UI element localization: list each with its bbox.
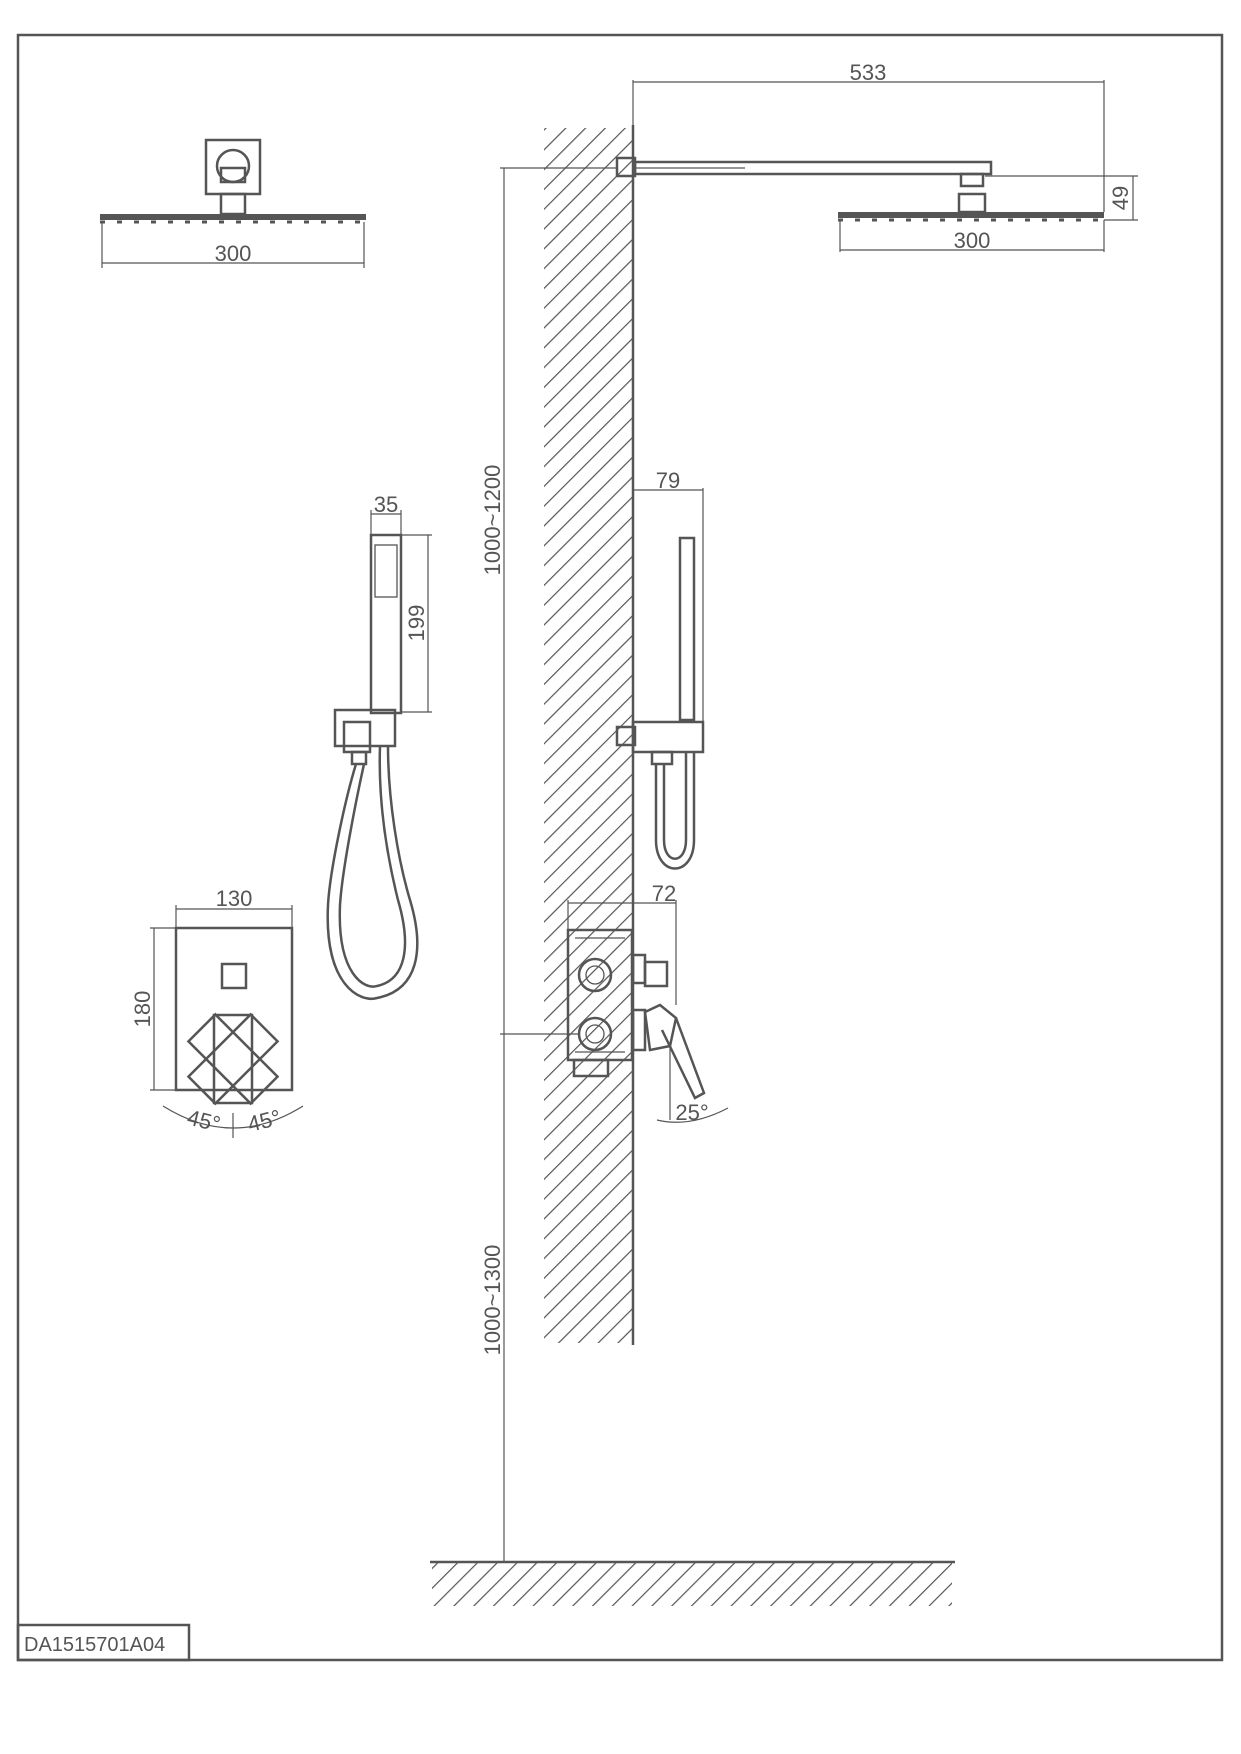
- head-width-front-label: 300: [215, 241, 252, 266]
- dim-handshower-width: 35: [370, 492, 402, 535]
- handshower-projection-label: 79: [656, 468, 680, 493]
- valve-plate-front-view: [174, 926, 294, 1106]
- wall-hatch: [544, 128, 632, 1343]
- plate-height-label: 180: [130, 991, 155, 1028]
- dim-lever-angle: 25°: [656, 1046, 729, 1125]
- dim-head-height-range: 1000~1200: [480, 167, 617, 1035]
- dim-head-width-side: 300: [839, 220, 1105, 253]
- drawing-code: DA1515701A04: [24, 1634, 165, 1656]
- handle-angle-left-label: 45°: [185, 1105, 223, 1137]
- dim-head-height: 49: [985, 175, 1138, 221]
- dim-handle-angle: 45° 45°: [162, 1105, 304, 1138]
- shower-head-front-view: [100, 138, 366, 224]
- hand-shower-side-view: [615, 536, 705, 870]
- plate-width-label: 130: [216, 886, 253, 911]
- dim-handshower-projection: 79: [632, 468, 704, 722]
- head-height-range-label: 1000~1200: [480, 465, 505, 576]
- handshower-length-label: 199: [404, 605, 429, 642]
- handshower-width-label: 35: [374, 492, 398, 517]
- dim-valve-height-range: 1000~1300: [480, 1034, 505, 1562]
- hand-shower-front-view: [326, 533, 419, 1000]
- dim-valve-projection: 72: [567, 881, 677, 1005]
- shower-arm-side-view: [615, 156, 1104, 222]
- head-height-label: 49: [1108, 186, 1133, 210]
- drawing-code-box: DA1515701A04: [16, 1623, 191, 1662]
- dim-handshower-length: 199: [401, 534, 432, 713]
- handle-angle-right-label: 45°: [245, 1105, 283, 1137]
- valve-projection-label: 72: [652, 881, 676, 906]
- dim-plate-height: 180: [130, 927, 176, 1091]
- dim-arm-length: 533: [632, 60, 1105, 212]
- dim-plate-width: 130: [175, 886, 293, 928]
- dim-head-width-front: 300: [101, 222, 365, 268]
- drawing-frame: [16, 33, 1224, 1662]
- arm-length-label: 533: [850, 60, 887, 85]
- valve-height-range-label: 1000~1300: [480, 1245, 505, 1356]
- floor-hatch: [432, 1562, 952, 1606]
- lever-angle-label: 25°: [675, 1100, 708, 1125]
- head-width-side-label: 300: [954, 228, 991, 253]
